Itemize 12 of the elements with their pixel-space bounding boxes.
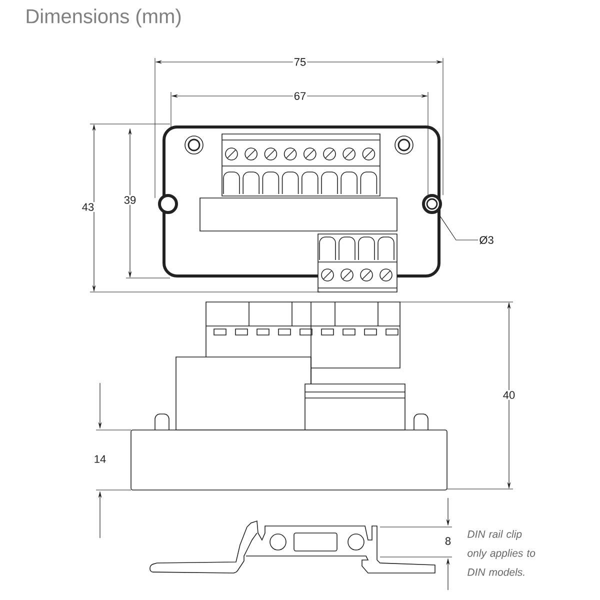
- leader-line: [437, 212, 478, 240]
- dimension-text: 14: [92, 454, 108, 464]
- note: DIN rail clip only applies to DIN models.: [468, 530, 536, 576]
- mounting-hole: [422, 194, 442, 214]
- dimension-text: 75: [292, 57, 308, 67]
- dimension-text: 43: [80, 202, 96, 212]
- dimension-text: 40: [502, 390, 516, 400]
- title: Dimensions (mm): [26, 8, 181, 28]
- dimension-text: 39: [122, 195, 138, 205]
- dimension-text: 8: [444, 536, 452, 546]
- dimension-text: 67: [292, 91, 308, 101]
- dimension-text: Ø3: [480, 236, 494, 244]
